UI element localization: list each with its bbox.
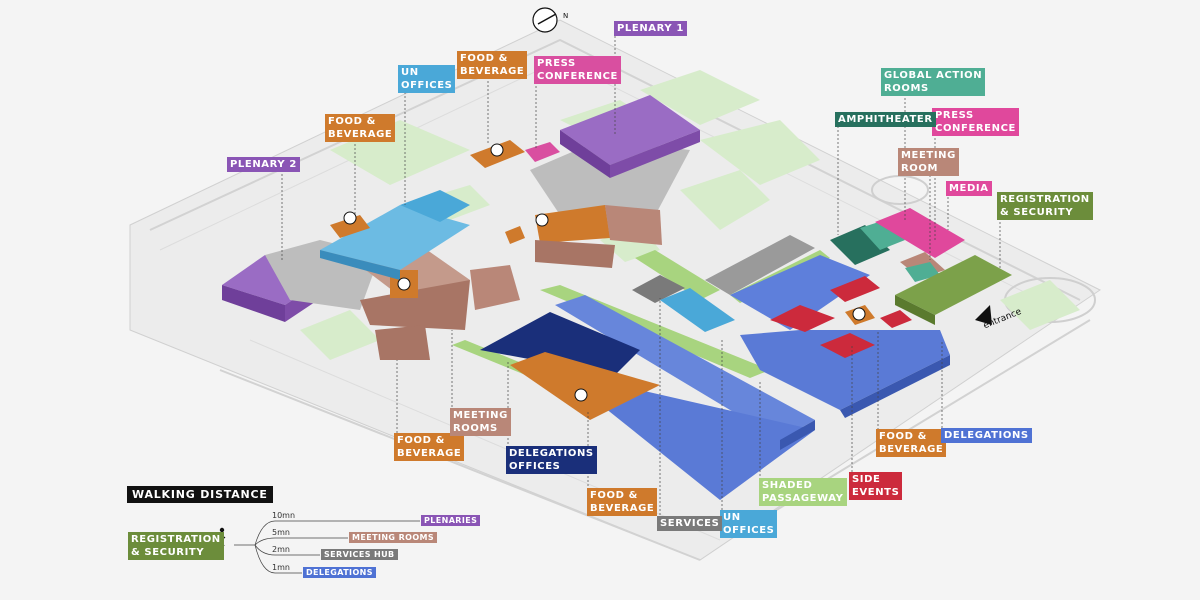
legend-origin: REGISTRATION & SECURITY: [128, 532, 224, 560]
label-food-3: FOOD & BEVERAGE: [394, 433, 465, 461]
walking-distance-diagram: [234, 520, 420, 574]
food-kiosk-left: [330, 215, 370, 238]
compass-label: N: [563, 12, 568, 20]
registration-building: [895, 255, 1012, 325]
delegations-right: [730, 255, 950, 418]
label-food-5: FOOD & BEVERAGE: [876, 429, 947, 457]
label-plenary-2: PLENARY 2: [227, 157, 300, 172]
grey-block-right: [705, 235, 815, 295]
legend-title: WALKING DISTANCE: [127, 486, 273, 503]
label-press-1: PRESS CONFERENCE: [534, 56, 621, 84]
press-conference-small: [525, 142, 560, 162]
legend-dest-services-hub: SERVICES HUB: [321, 549, 398, 560]
label-meeting-room: MEETING ROOM: [898, 148, 959, 176]
label-media: MEDIA: [946, 181, 992, 196]
label-delegations: DELEGATIONS: [941, 428, 1032, 443]
green-areas: [300, 70, 1080, 360]
meeting-block-center: [605, 205, 662, 245]
services-building: [632, 275, 685, 303]
compass: N: [532, 7, 568, 33]
label-un-offices-1: UN OFFICES: [398, 65, 456, 93]
label-side-events: SIDE EVENTS: [849, 472, 903, 500]
legend-dest-meeting-rooms: MEETING ROOMS: [349, 532, 438, 543]
label-delegations-offices: DELEGATIONS OFFICES: [506, 446, 597, 474]
food-kiosk-small: [505, 226, 525, 244]
legend-time-1: 10mn: [272, 511, 296, 520]
label-amphitheater: AMPHITHEATER: [835, 112, 936, 127]
global-action-building: [860, 220, 905, 250]
entrance-arrow: [975, 305, 992, 325]
delegations-main: [555, 295, 815, 500]
food-icons: [343, 143, 866, 402]
legend-time-2: 5mn: [272, 528, 290, 537]
label-food-1: FOOD & BEVERAGE: [457, 51, 528, 79]
un-offices-left: [320, 190, 470, 280]
label-services: SERVICES: [657, 516, 723, 531]
shaded-passageway-top: [635, 250, 720, 300]
legend-time-3: 2mn: [272, 545, 290, 554]
label-meeting-rooms: MEETING ROOMS: [450, 408, 511, 436]
side-events-buildings: [770, 276, 912, 358]
label-registration: REGISTRATION & SECURITY: [997, 192, 1093, 220]
label-global-action: GLOBAL ACTION ROOMS: [881, 68, 986, 96]
label-food-4: FOOD & BEVERAGE: [587, 488, 658, 516]
plenary-1-building: [530, 95, 700, 230]
delegations-offices-building: [480, 312, 640, 375]
food-court-bottom: [510, 352, 660, 420]
label-plenary-1: PLENARY 1: [614, 21, 687, 36]
label-un-offices-2: UN OFFICES: [720, 510, 778, 538]
label-press-2: PRESS CONFERENCE: [932, 108, 1019, 136]
food-hall-center: [535, 205, 610, 243]
press-media-building: [875, 208, 965, 258]
meeting-block-lower: [535, 240, 615, 268]
label-leaders: [281, 36, 1001, 515]
legend-dest-plenaries: PLENARIES: [421, 515, 481, 526]
un-offices-right: [660, 288, 735, 332]
label-shaded-passageway: SHADED PASSAGEWAY: [759, 478, 847, 506]
legend-time-4: 1mn: [272, 563, 290, 572]
legend-dest-delegations: DELEGATIONS: [303, 567, 376, 578]
label-food-2: FOOD & BEVERAGE: [325, 114, 396, 142]
